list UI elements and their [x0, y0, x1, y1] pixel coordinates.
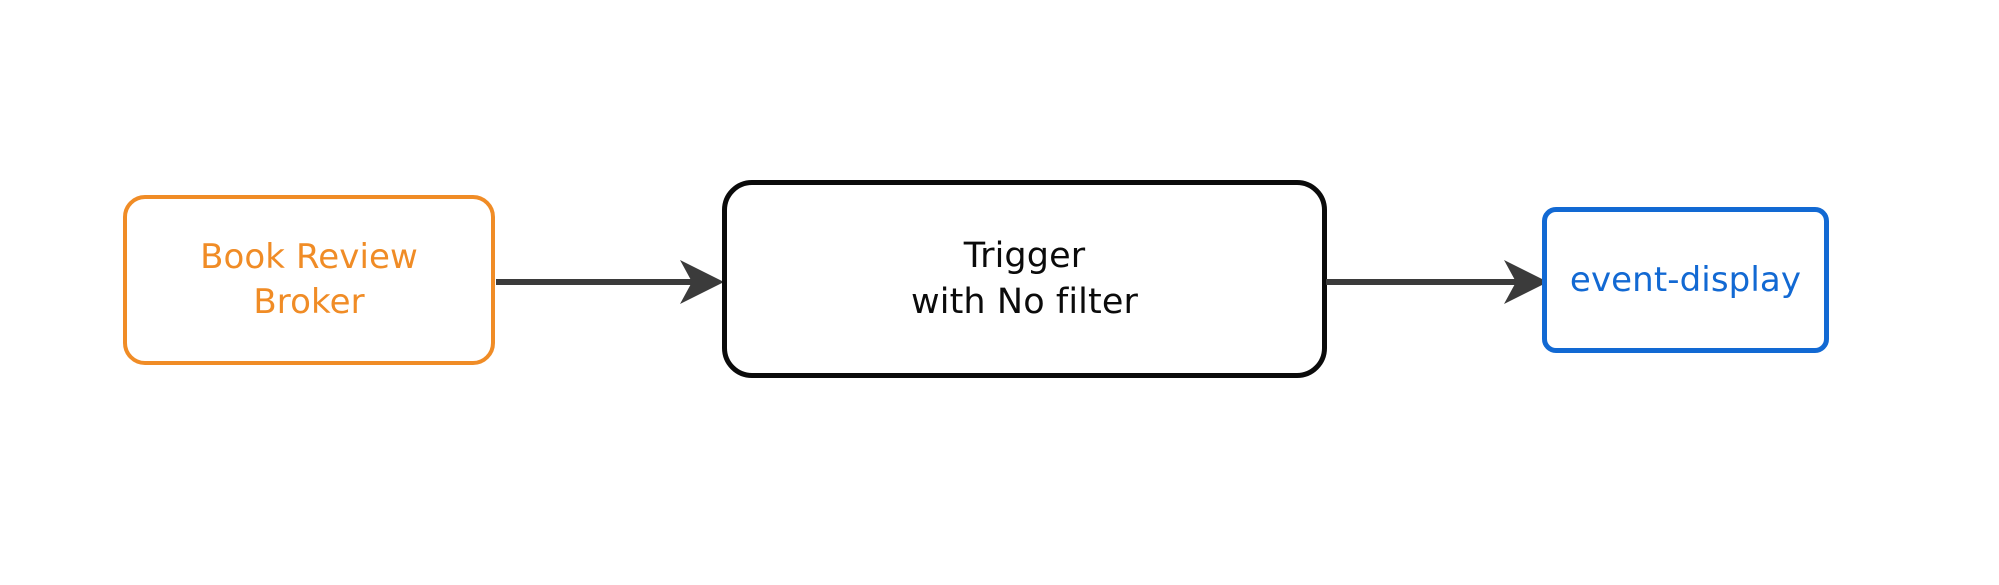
arrowhead-icon [680, 260, 724, 304]
node-trigger-label: Trigger with No filter [911, 236, 1138, 322]
node-book-review-broker[interactable]: Book Review Broker [123, 195, 495, 365]
node-event-display-label: event-display [1569, 260, 1802, 300]
node-book-review-broker-label: Book Review Broker [200, 237, 418, 322]
edge-trigger-to-event-display [1326, 252, 1550, 312]
edge-broker-to-trigger [496, 252, 728, 312]
node-event-display[interactable]: event-display [1542, 207, 1829, 353]
node-trigger-with-no-filter[interactable]: Trigger with No filter [722, 180, 1327, 378]
